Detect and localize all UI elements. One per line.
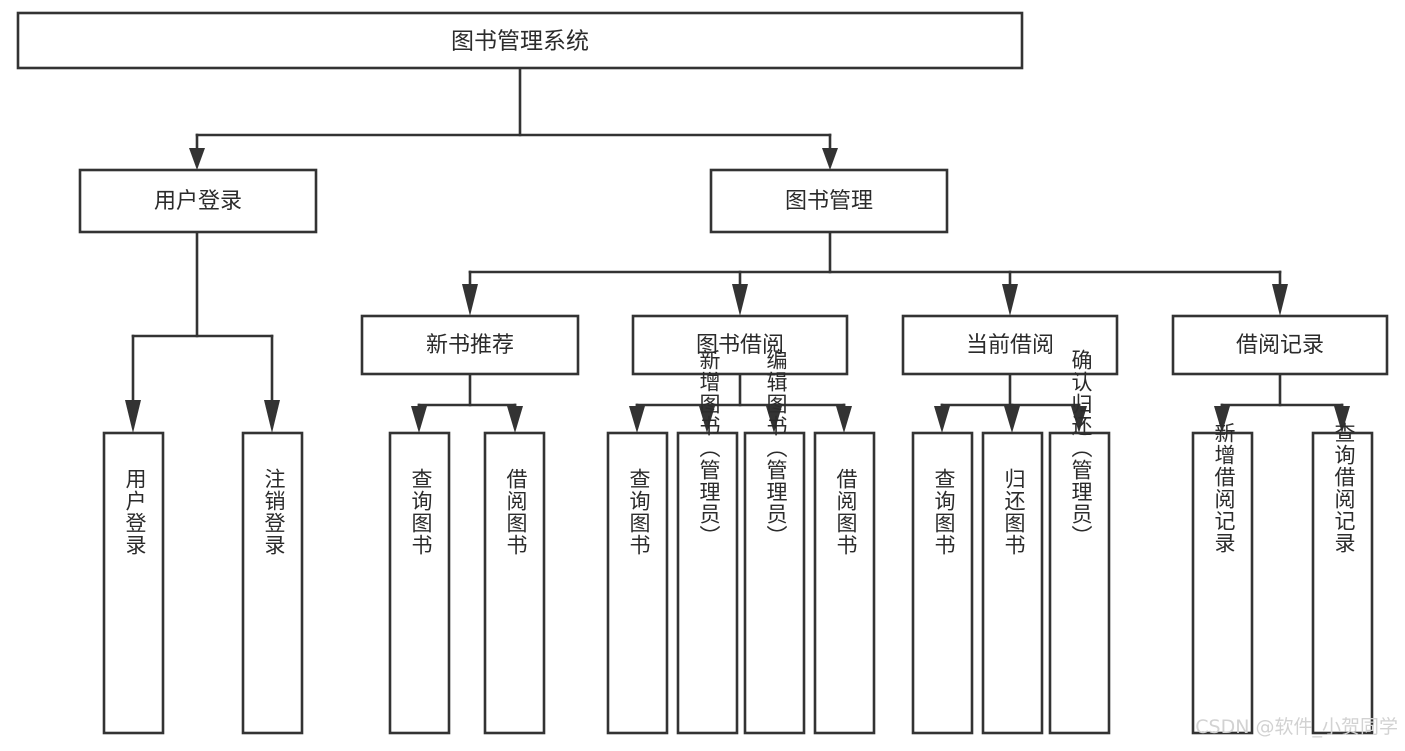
leaf-user-login-box[interactable] [102, 431, 165, 735]
arrow-bm-to-current-borrow [1002, 284, 1018, 316]
new-book-recommend-label: 新书推荐 [426, 333, 514, 358]
leaf-borrow-book-2-box[interactable] [813, 431, 876, 735]
node-leaf-query-book-1[interactable]: 查询图书 [388, 431, 451, 735]
edge-layer [125, 66, 1350, 433]
leaf-confirm-return-admin-label: 确认归还（管理员） [1069, 349, 1093, 547]
arrow-borrow-record-to-leaf2 [1334, 406, 1350, 433]
leaf-query-borrow-record-label: 查询借阅记录 [1332, 422, 1356, 554]
node-leaf-query-borrow-record[interactable]: 查询借阅记录 [1311, 422, 1374, 735]
arrow-borrow-record-to-leaf1 [1214, 406, 1230, 433]
node-leaf-return-book[interactable]: 归还图书 [981, 431, 1044, 735]
leaf-query-book-3-label: 查询图书 [932, 468, 956, 556]
arrow-root-to-book-management [822, 148, 838, 170]
node-book-borrow[interactable]: 图书借阅 [631, 314, 849, 376]
arrow-book-borrow-to-leaf3 [766, 406, 782, 433]
arrow-current-borrow-to-leaf3 [1071, 406, 1087, 433]
leaf-query-book-1-label: 查询图书 [409, 468, 433, 556]
node-user-login[interactable]: 用户登录 [78, 168, 318, 234]
leaf-borrow-book-1-box[interactable] [483, 431, 546, 735]
leaf-add-borrow-record-box[interactable] [1191, 431, 1254, 735]
leaf-confirm-return-admin-box[interactable] [1048, 431, 1111, 735]
user-login-box[interactable] [78, 168, 318, 234]
node-leaf-logout-login[interactable]: 注销登录 [241, 431, 304, 735]
csdn-watermark: CSDN @软件_小贺同学 [1195, 716, 1398, 738]
current-borrow-box[interactable] [901, 314, 1119, 376]
node-root[interactable]: 图书管理系统 [16, 11, 1024, 70]
leaf-return-book-box[interactable] [981, 431, 1044, 735]
arrow-book-borrow-to-leaf2 [699, 406, 715, 433]
node-leaf-borrow-book-1[interactable]: 借阅图书 [483, 431, 546, 735]
node-new-book-recommend[interactable]: 新书推荐 [360, 314, 580, 376]
leaf-return-book-label: 归还图书 [1002, 468, 1026, 556]
arrow-current-borrow-to-leaf1 [934, 406, 950, 433]
arrow-bm-to-book-borrow [732, 284, 748, 316]
node-leaf-query-book-3[interactable]: 查询图书 [911, 431, 974, 735]
leaf-add-book-admin-label: 新增图书（管理员） [697, 349, 721, 547]
book-management-box[interactable] [709, 168, 949, 234]
node-leaf-borrow-book-2[interactable]: 借阅图书 [813, 431, 876, 735]
node-leaf-query-book-2[interactable]: 查询图书 [606, 431, 669, 735]
node-leaf-confirm-return-admin[interactable]: 确认归还（管理员） [1048, 349, 1111, 735]
borrow-record-box[interactable] [1171, 314, 1389, 376]
node-leaf-add-borrow-record[interactable]: 新增借阅记录 [1191, 422, 1254, 735]
arrow-user-login-to-leaf1 [125, 400, 141, 433]
root-box[interactable] [16, 11, 1024, 70]
leaf-query-book-2-label: 查询图书 [627, 468, 651, 556]
arrow-bm-to-borrow-record [1272, 284, 1288, 316]
leaf-query-book-2-box[interactable] [606, 431, 669, 735]
leaf-query-book-1-box[interactable] [388, 431, 451, 735]
arrow-new-book-to-leaf2 [507, 406, 523, 433]
arrow-bm-to-new-book [462, 284, 478, 316]
new-book-recommend-box[interactable] [360, 314, 580, 376]
leaf-edit-book-admin-label: 编辑图书（管理员） [764, 349, 788, 547]
node-borrow-record[interactable]: 借阅记录 [1171, 314, 1389, 376]
node-leaf-add-book-admin[interactable]: 新增图书（管理员） [676, 349, 739, 735]
leaf-query-book-3-box[interactable] [911, 431, 974, 735]
leaf-logout-login-box[interactable] [241, 431, 304, 735]
user-login-label: 用户登录 [154, 189, 242, 214]
node-leaf-user-login[interactable]: 用户登录 [102, 431, 165, 735]
leaf-add-book-admin-box[interactable] [676, 431, 739, 735]
borrow-record-label: 借阅记录 [1236, 333, 1324, 358]
book-borrow-box[interactable] [631, 314, 849, 376]
book-management-label: 图书管理 [785, 189, 873, 214]
node-book-management[interactable]: 图书管理 [709, 168, 949, 234]
current-borrow-label: 当前借阅 [966, 333, 1054, 358]
arrow-root-to-user-login [189, 148, 205, 170]
arrow-book-borrow-to-leaf1 [629, 406, 645, 433]
leaf-edit-book-admin-box[interactable] [743, 431, 806, 735]
arrow-user-login-to-leaf2 [264, 400, 280, 433]
root-label: 图书管理系统 [451, 29, 589, 55]
leaf-borrow-book-1-label: 借阅图书 [504, 468, 528, 556]
node-leaf-edit-book-admin[interactable]: 编辑图书（管理员） [743, 349, 806, 735]
arrow-book-borrow-to-leaf4 [836, 406, 852, 433]
arrow-new-book-to-leaf1 [411, 406, 427, 433]
arrow-current-borrow-to-leaf2 [1004, 406, 1020, 433]
book-borrow-label: 图书借阅 [696, 333, 784, 358]
node-current-borrow[interactable]: 当前借阅 [901, 314, 1119, 376]
leaf-query-borrow-record-box[interactable] [1311, 431, 1374, 735]
leaf-borrow-book-2-label: 借阅图书 [834, 468, 858, 556]
leaf-add-borrow-record-label: 新增借阅记录 [1212, 422, 1236, 554]
leaf-logout-login-label: 注销登录 [262, 468, 286, 556]
leaf-user-login-label: 用户登录 [123, 468, 147, 556]
